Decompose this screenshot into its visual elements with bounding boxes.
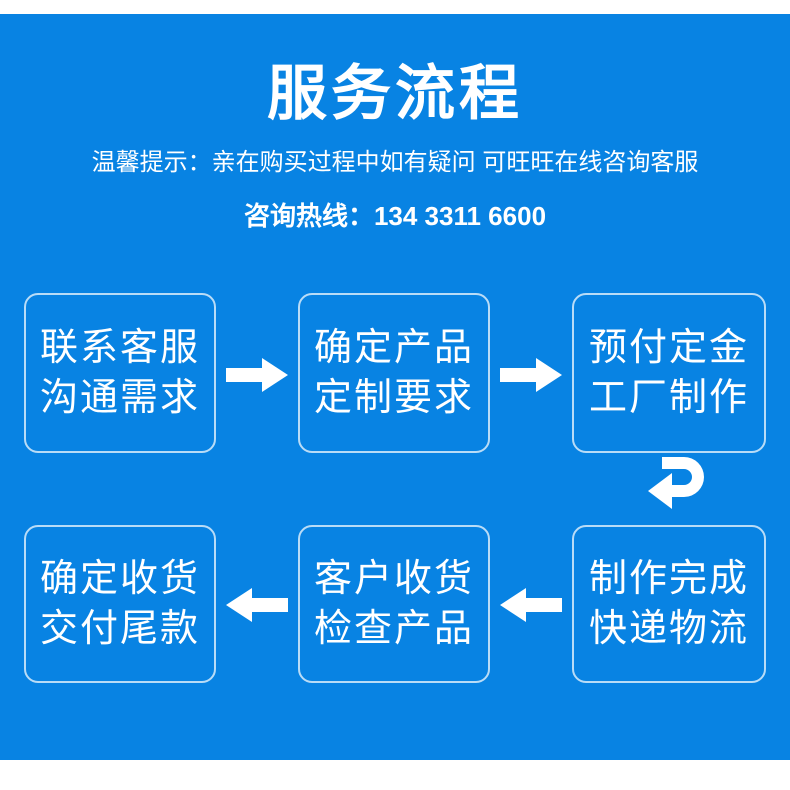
arrow-left-icon — [226, 586, 288, 624]
flow-step-3-line1: 预付定金 — [588, 326, 749, 369]
flow-step-4[interactable]: 制作完成 快递物流 — [572, 525, 766, 683]
flow-step-2[interactable]: 确定产品 定制要求 — [298, 293, 490, 453]
arrow-right-icon — [226, 356, 288, 394]
flow-step-1-line1: 联系客服 — [39, 326, 200, 369]
flow-step-4-line2: 快递物流 — [588, 608, 749, 650]
flow-step-5-line2: 检查产品 — [313, 608, 474, 650]
flow-step-1-line2: 沟通需求 — [39, 377, 200, 419]
flow-step-5[interactable]: 客户收货 检查产品 — [298, 525, 490, 683]
flow-step-1[interactable]: 联系客服 沟通需求 — [24, 293, 216, 453]
flow-step-5-line1: 客户收货 — [313, 557, 474, 600]
flow-step-3-line2: 工厂制作 — [588, 377, 749, 419]
arrow-uturn-left-icon — [646, 455, 710, 511]
flow-step-2-line2: 定制要求 — [313, 377, 474, 419]
arrow-left-icon — [500, 586, 562, 624]
flow-step-6[interactable]: 确定收货 交付尾款 — [24, 525, 216, 683]
header-subtitle: 温馨提示：亲在购买过程中如有疑问 可旺旺在线咨询客服 — [91, 149, 699, 176]
flow-step-3[interactable]: 预付定金 工厂制作 — [572, 293, 766, 453]
flow-step-4-line1: 制作完成 — [588, 557, 749, 600]
hotline-text: 咨询热线：134 3311 6600 — [243, 201, 547, 231]
flow-step-2-line1: 确定产品 — [313, 326, 474, 369]
flow-step-6-line2: 交付尾款 — [39, 608, 200, 650]
page-title: 服务流程 — [267, 60, 523, 127]
arrow-right-icon — [500, 356, 562, 394]
flow-step-6-line1: 确定收货 — [39, 557, 200, 600]
